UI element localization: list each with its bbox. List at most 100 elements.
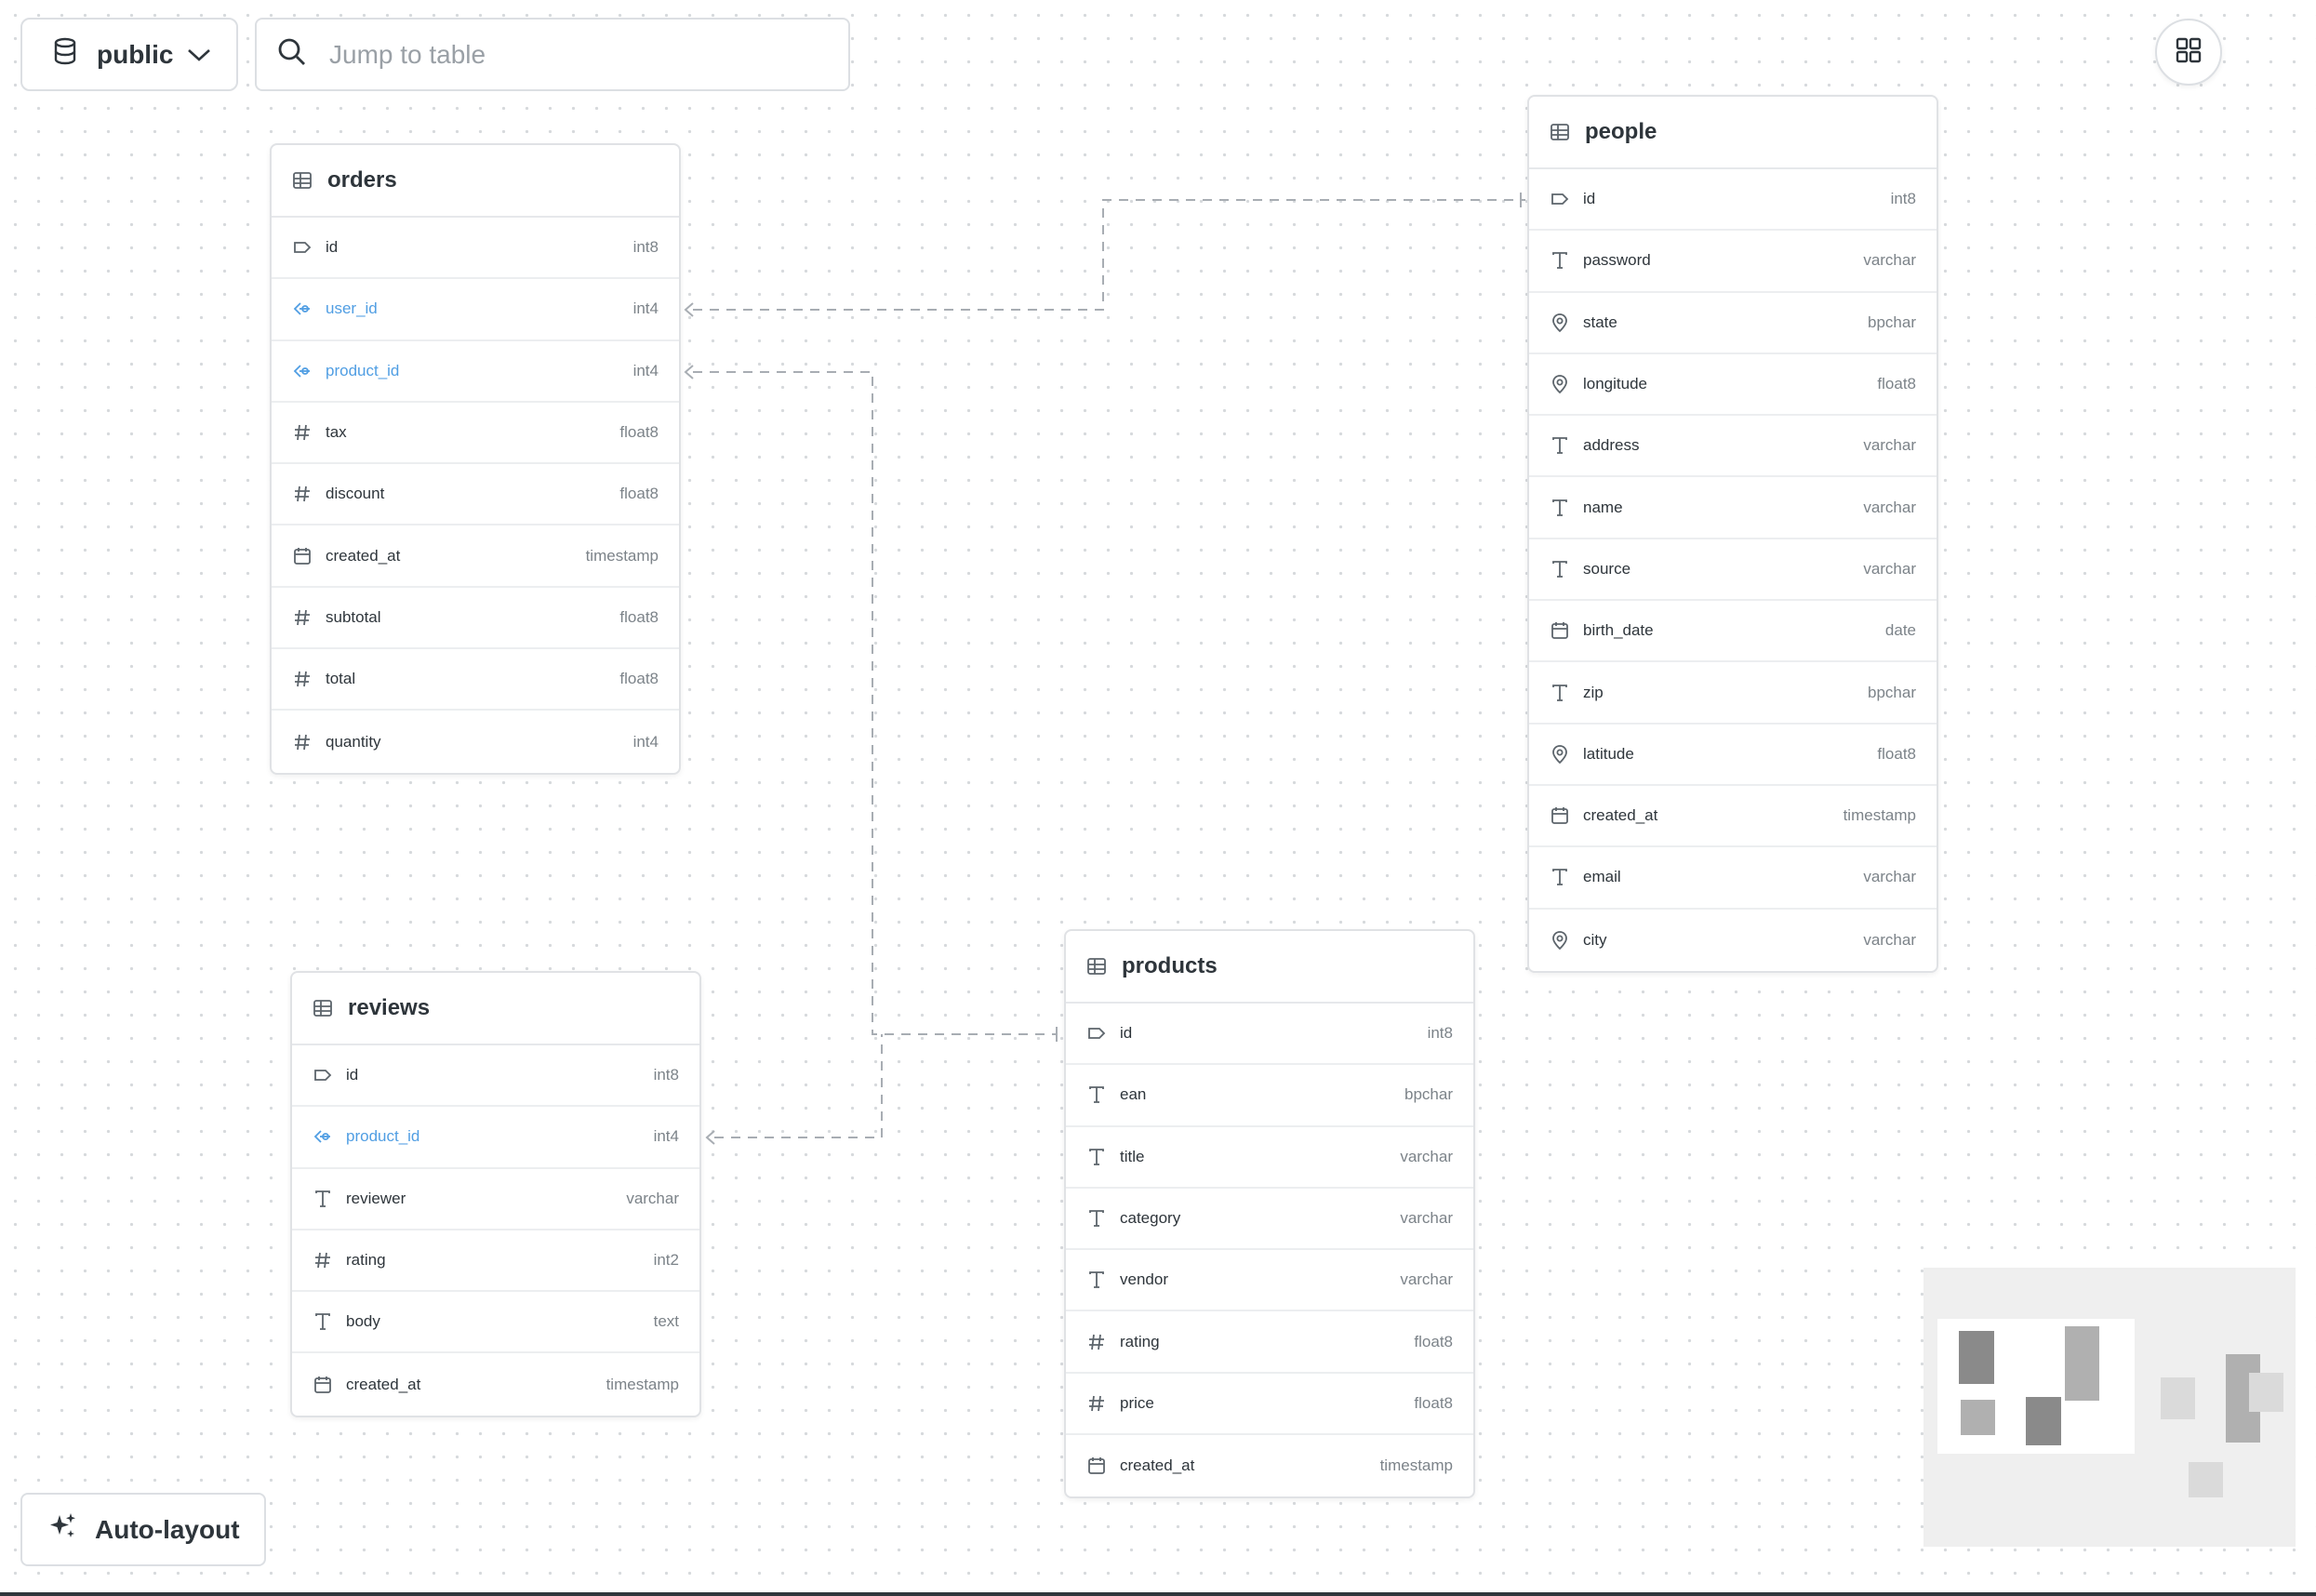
field-name: created_at	[1120, 1456, 1195, 1475]
field-name: id	[326, 238, 339, 257]
field-type: date	[1884, 621, 1916, 640]
field-name: longitude	[1583, 375, 1648, 393]
field-type: varchar	[1863, 251, 1916, 270]
field-name: latitude	[1583, 744, 1634, 763]
field-type: varchar	[1863, 436, 1916, 455]
field-name: birth_date	[1583, 621, 1654, 640]
number-icon	[1086, 1332, 1107, 1352]
table-icon	[292, 170, 313, 191]
calendar-icon	[313, 1375, 333, 1395]
text-icon	[1550, 559, 1570, 579]
field-name: id	[346, 1066, 359, 1084]
primary-key-icon	[1550, 189, 1570, 209]
text-icon	[1086, 1084, 1107, 1105]
field-type: float8	[619, 670, 659, 688]
calendar-icon	[1550, 805, 1570, 826]
search-input[interactable]	[327, 38, 815, 71]
schema-picker-button[interactable]: public	[20, 18, 238, 91]
field-type: int2	[653, 1251, 679, 1270]
minimap[interactable]	[1923, 1268, 2296, 1547]
field-row-created-at[interactable]: created_at timestamp	[292, 1353, 699, 1415]
grid-view-button[interactable]	[2155, 19, 2222, 86]
field-row-longitude[interactable]: longitude float8	[1529, 354, 1937, 417]
table-title: products	[1122, 953, 1218, 978]
minimap-node	[2249, 1373, 2283, 1412]
field-name: city	[1583, 930, 1607, 949]
table-title: reviews	[348, 995, 431, 1020]
field-row-birth-date[interactable]: birth_date date	[1529, 601, 1937, 663]
field-name: created_at	[326, 546, 401, 565]
number-icon	[292, 422, 313, 443]
table-header[interactable]: orders	[272, 145, 679, 218]
edge-arrow-reviews-product-id	[705, 1130, 715, 1145]
field-type: varchar	[1863, 559, 1916, 578]
field-name: created_at	[346, 1375, 421, 1393]
number-icon	[292, 669, 313, 689]
field-type: varchar	[1863, 498, 1916, 516]
primary-key-icon	[1086, 1023, 1107, 1044]
search-icon	[277, 37, 307, 72]
table-header[interactable]: products	[1066, 931, 1473, 1004]
number-icon	[292, 607, 313, 628]
edge-orders-user-id-to-people-id	[693, 199, 1525, 311]
field-type: float8	[1877, 375, 1916, 393]
minimap-node	[2189, 1462, 2223, 1497]
auto-layout-button[interactable]: Auto-layout	[20, 1493, 266, 1566]
field-name: category	[1120, 1209, 1181, 1228]
field-type: timestamp	[606, 1375, 679, 1393]
field-name: discount	[326, 485, 385, 503]
jump-to-table-search[interactable]	[255, 18, 850, 91]
primary-key-icon	[313, 1065, 333, 1085]
field-name: zip	[1583, 683, 1604, 701]
edge-arrow-orders-user-id	[684, 302, 694, 317]
table-header[interactable]: people	[1529, 97, 1937, 169]
edge-orders-product-id-to-products-id	[693, 371, 1057, 1035]
field-name: reviewer	[346, 1189, 406, 1207]
field-name: tax	[326, 423, 347, 442]
number-icon	[292, 732, 313, 752]
text-icon	[1086, 1208, 1107, 1229]
auto-layout-label: Auto-layout	[95, 1514, 240, 1544]
table-header[interactable]: reviews	[292, 973, 699, 1045]
field-name: id	[1583, 190, 1596, 208]
schema-picker-label: public	[97, 39, 174, 69]
number-icon	[292, 484, 313, 504]
